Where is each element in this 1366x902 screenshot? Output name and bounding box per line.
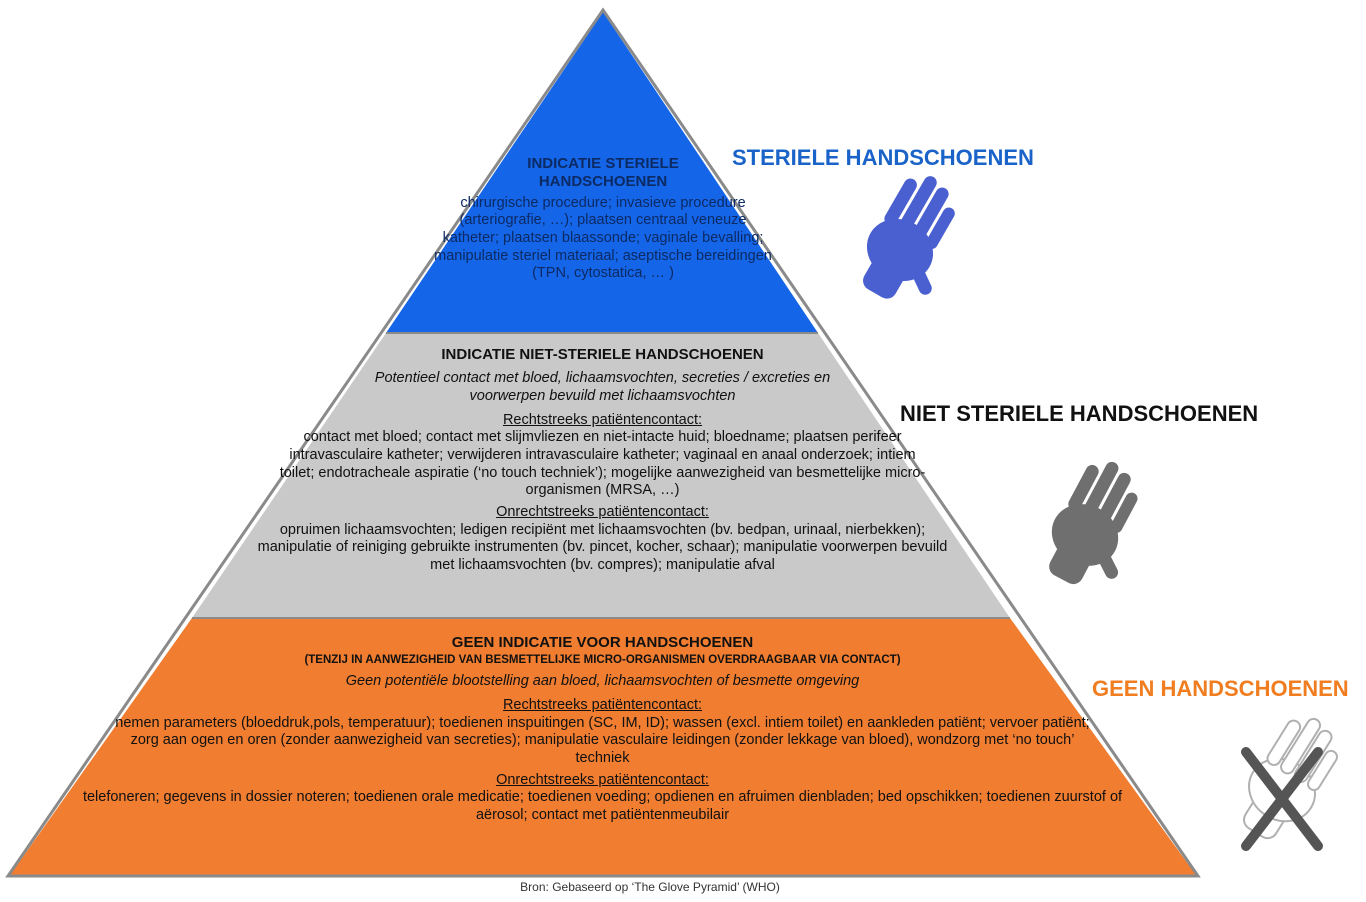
- tier-none-indirect-body: telefoneren; gegevens in dossier noteren…: [82, 789, 1123, 824]
- crossed-glove-icon: [1241, 717, 1338, 851]
- tier-non-sterile-direct-heading: Rechtstreeks patiëntencontact:: [502, 411, 703, 428]
- blue-glove-icon: [863, 176, 955, 299]
- tier-none-direct-heading: Rechtstreeks patiëntencontact:: [502, 697, 703, 713]
- tier-sterile-shape: [386, 12, 818, 333]
- tier-non-sterile-text: INDICATIE NIET-STERIELE HANDSCHOENEN Pot…: [245, 346, 960, 575]
- tier-sterile-title: INDICATIE STERIELE HANDSCHOENEN: [527, 155, 679, 191]
- label-no-gloves: GEEN HANDSCHOENEN: [1092, 676, 1349, 701]
- tier-non-sterile-description: Potentieel contact met bloed, lichaamsvo…: [374, 370, 831, 404]
- tier-none-indirect-heading: Onrechtstreeks patiëntencontact:: [496, 771, 709, 788]
- pyramid-outline: [5, 7, 1201, 878]
- tier-none-direct-body: nemen parameters (bloeddruk,pols, temper…: [115, 714, 1090, 767]
- tier-non-sterile-direct-body: contact met bloed; contact met slijmvlie…: [279, 429, 926, 499]
- tier-non-sterile-shape: [192, 333, 1010, 618]
- tier-none-subtitle: (TENZIJ IN AANWEZIGHEID VAN BESMETTELIJK…: [304, 654, 901, 667]
- source-note: Bron: Gebaseerd op ‘The Glove Pyramid’ (…: [520, 880, 780, 894]
- tier-sterile-text: INDICATIE STERIELE HANDSCHOENEN chirurgi…: [433, 155, 773, 283]
- grey-glove-icon: [1049, 461, 1138, 585]
- tier-non-sterile-indirect-body: opruimen lichaamsvochten; ledigen recipi…: [257, 521, 948, 574]
- tier-non-sterile-title: INDICATIE NIET-STERIELE HANDSCHOENEN: [441, 346, 764, 363]
- tier-none-title: GEEN INDICATIE VOOR HANDSCHOENEN: [451, 634, 754, 651]
- tier-none-text: GEEN INDICATIE VOOR HANDSCHOENEN (TENZIJ…: [60, 634, 1145, 825]
- tier-none-shape: [10, 618, 1196, 875]
- tier-none-description: Geen potentiële blootstelling aan bloed,…: [345, 673, 860, 690]
- label-non-sterile-gloves: NIET STERIELE HANDSCHOENEN: [900, 401, 1259, 426]
- tier-sterile-body: chirurgische procedure; invasieve proced…: [434, 194, 772, 282]
- tier-non-sterile-indirect-heading: Onrechtstreeks patiëntencontact:: [496, 504, 709, 521]
- label-sterile-gloves: STERIELE HANDSCHOENEN: [732, 145, 1034, 170]
